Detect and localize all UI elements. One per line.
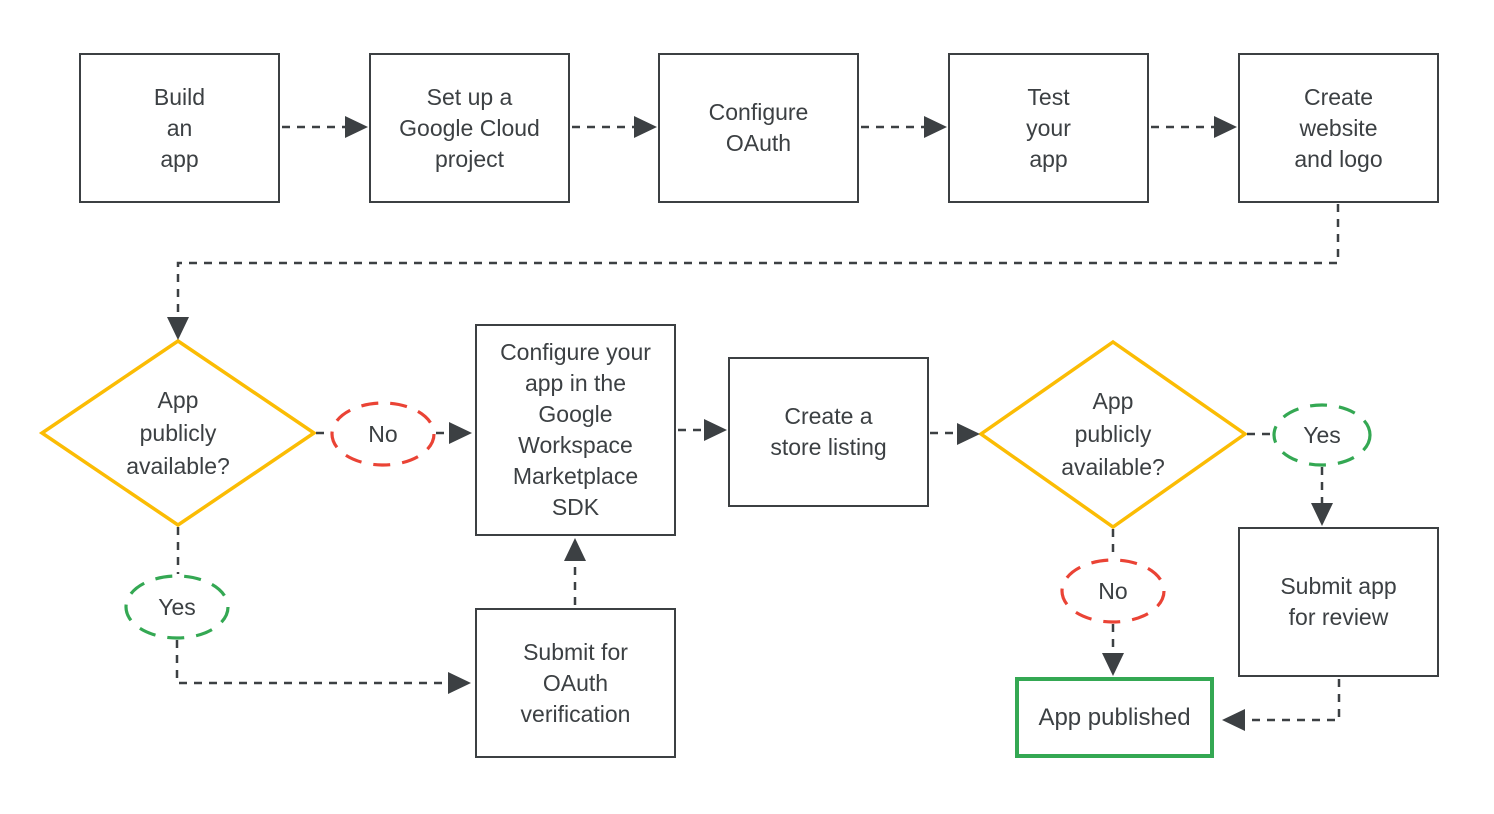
- node-submit-for-oauth-verification: Submit for OAuth verification: [475, 608, 676, 758]
- arrowhead: [167, 317, 189, 340]
- arrowhead: [704, 419, 727, 441]
- decision-diamond-2: [977, 339, 1249, 530]
- node-build-an-app: Build an app: [79, 53, 280, 203]
- node-configure-marketplace-sdk: Configure your app in the Google Workspa…: [475, 324, 676, 536]
- no-oval-1: [330, 401, 436, 467]
- edge-website-to-decision1: [176, 204, 1340, 317]
- no-oval-2: [1060, 558, 1166, 624]
- arrowhead: [448, 672, 471, 694]
- edge-review-to-published: [1245, 679, 1341, 722]
- node-configure-oauth: Configure OAuth: [658, 53, 859, 203]
- arrowhead: [634, 116, 657, 138]
- arrowhead: [957, 423, 980, 445]
- decision1-label: App publicly available?: [126, 386, 230, 479]
- arrowhead: [1311, 503, 1333, 526]
- node-app-published: App published: [1015, 677, 1214, 758]
- edge-yes-to-verification: [175, 640, 446, 685]
- decision2-label: App publicly available?: [1061, 387, 1165, 480]
- arrowhead: [345, 116, 368, 138]
- no-label-2: No: [1098, 577, 1128, 604]
- arrowhead: [449, 422, 472, 444]
- decision-diamond-1: [38, 338, 318, 528]
- node-create-website-and-logo: Create website and logo: [1238, 53, 1439, 203]
- arrowhead: [1214, 116, 1237, 138]
- arrowhead: [564, 538, 586, 561]
- no-label-1: No: [368, 420, 398, 447]
- node-create-store-listing: Create a store listing: [728, 357, 929, 507]
- node-test-your-app: Test your app: [948, 53, 1149, 203]
- node-setup-google-cloud-project: Set up a Google Cloud project: [369, 53, 570, 203]
- yes-oval-1: [124, 574, 230, 640]
- arrowhead: [1102, 653, 1124, 676]
- arrowhead: [924, 116, 947, 138]
- node-submit-app-for-review: Submit app for review: [1238, 527, 1439, 677]
- yes-label-2: Yes: [1303, 421, 1341, 448]
- arrowhead: [1222, 709, 1245, 731]
- yes-oval-2: [1272, 403, 1372, 467]
- yes-label-1: Yes: [158, 593, 196, 620]
